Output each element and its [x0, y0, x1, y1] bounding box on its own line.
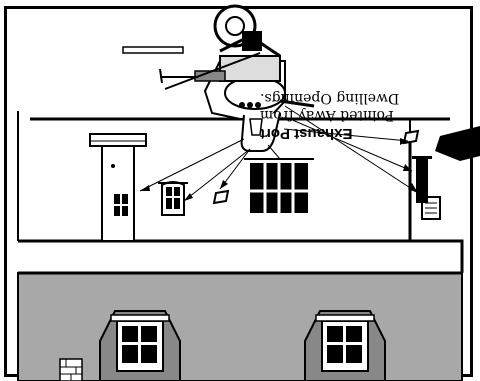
callout-leader: [164, 52, 261, 90]
dormer-right: [99, 310, 181, 381]
arrowheads: [140, 138, 418, 201]
arched-window: [158, 181, 188, 216]
callout-title: Exhaust Port: [260, 125, 353, 142]
generator: [159, 4, 315, 152]
exhaust-port-callout: Exhaust Port Pointed Away from Dwelling …: [260, 62, 460, 142]
dormer-left: [304, 310, 386, 381]
roof: [17, 271, 463, 381]
small-vent-2: [212, 189, 230, 205]
pointer-arrows: [139, 105, 419, 202]
chimney-brick: [59, 358, 83, 381]
narrow-window: [412, 156, 432, 203]
large-window: [244, 158, 314, 213]
door: [89, 133, 147, 242]
callout-line-2: Dwelling Openings.: [260, 90, 400, 106]
small-vent: [402, 129, 420, 145]
callout-line-1: Pointed Away from: [260, 107, 394, 123]
roof-eave-strip: [122, 46, 184, 54]
